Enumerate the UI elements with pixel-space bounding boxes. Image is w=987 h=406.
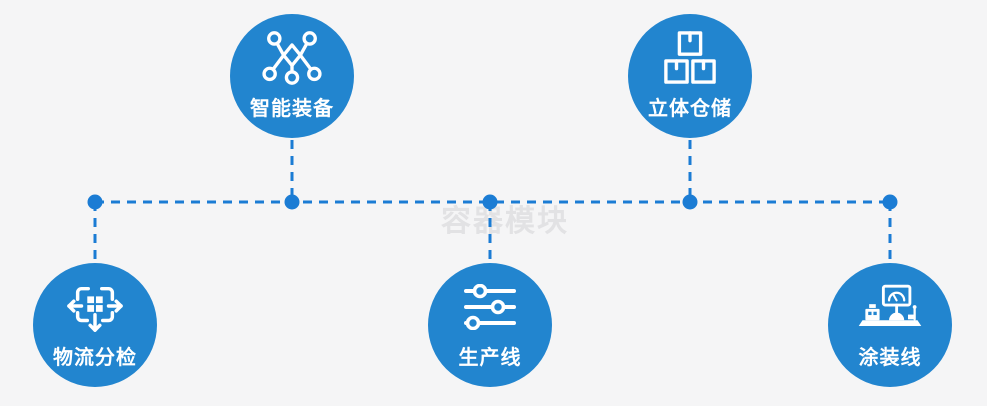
node-label: 智能装备 xyxy=(250,98,334,120)
junction-dot xyxy=(882,194,898,210)
junction-dot xyxy=(482,194,498,210)
sliders-icon xyxy=(464,279,516,335)
node-label: 涂装线 xyxy=(858,347,922,369)
junction-dot xyxy=(284,194,300,210)
node-label: 立体仓储 xyxy=(648,98,732,120)
stacked-boxes-icon xyxy=(663,30,717,86)
control-station-icon xyxy=(854,279,926,335)
node-label: 物流分检 xyxy=(53,347,137,369)
sorting-arrows-icon xyxy=(66,279,124,335)
node-production-line[interactable]: 生产线 xyxy=(428,263,552,387)
node-painting-line[interactable]: 涂装线 xyxy=(828,263,952,387)
junction-dot xyxy=(87,194,103,210)
watermark-text: 容器模块 xyxy=(441,205,569,238)
node-label: 生产线 xyxy=(458,347,522,369)
network-nodes-icon xyxy=(262,30,322,86)
node-stereo-warehouse[interactable]: 立体仓储 xyxy=(628,14,752,138)
node-smart-equipment[interactable]: 智能装备 xyxy=(230,14,354,138)
node-logistics-sorting[interactable]: 物流分检 xyxy=(33,263,157,387)
junction-dot xyxy=(682,194,698,210)
